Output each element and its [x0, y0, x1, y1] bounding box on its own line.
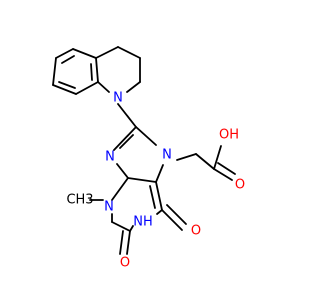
bond	[52, 84, 77, 95]
bond	[129, 225, 134, 232]
bond-double-inner	[90, 63, 93, 81]
bond	[126, 230, 131, 255]
bond	[55, 48, 74, 59]
bond	[111, 177, 129, 201]
molecule-structure: N N N N NH O O O OH CH3	[52, 46, 245, 271]
bond	[155, 181, 163, 211]
bond	[52, 57, 57, 86]
bonds	[52, 46, 236, 255]
bond-double-inner	[119, 134, 134, 149]
bond	[161, 209, 183, 231]
bond-double-inner	[61, 55, 75, 64]
atom-labels: N N N N NH O O O OH CH3	[66, 91, 245, 271]
bond	[116, 163, 129, 179]
atom-o2: O	[120, 256, 130, 271]
atom-n1h: NH	[133, 215, 153, 230]
bond	[97, 81, 110, 93]
bond	[119, 230, 124, 255]
atom-oh: OH	[219, 128, 239, 143]
bond	[195, 153, 215, 170]
bond	[117, 46, 141, 59]
bond	[95, 57, 99, 83]
bond	[75, 81, 99, 95]
atom-n7: N	[162, 148, 172, 163]
bond	[113, 126, 137, 151]
molecule-canvas: N N N N NH O O O OH CH3	[52, 46, 245, 271]
bond	[176, 153, 197, 161]
bond-double-inner	[58, 81, 76, 89]
bond	[117, 103, 137, 128]
bond-double-inner	[149, 185, 156, 209]
bond	[156, 209, 163, 215]
bond	[95, 46, 119, 59]
bond	[126, 81, 141, 93]
bond	[213, 145, 222, 170]
bond	[166, 204, 187, 225]
atom-n-quinoline: N	[113, 91, 123, 106]
atom-o6: O	[191, 224, 201, 239]
bond	[135, 126, 157, 146]
methyl-label: CH3	[66, 193, 93, 208]
atom-o-carbonyl: O	[235, 178, 245, 193]
bond	[155, 164, 164, 183]
bond	[111, 221, 131, 232]
atom-n3: N	[104, 200, 114, 215]
bond	[127, 177, 157, 183]
bond	[72, 48, 97, 59]
bond	[217, 162, 236, 175]
bond	[213, 168, 233, 181]
atom-n9: N	[105, 150, 115, 165]
